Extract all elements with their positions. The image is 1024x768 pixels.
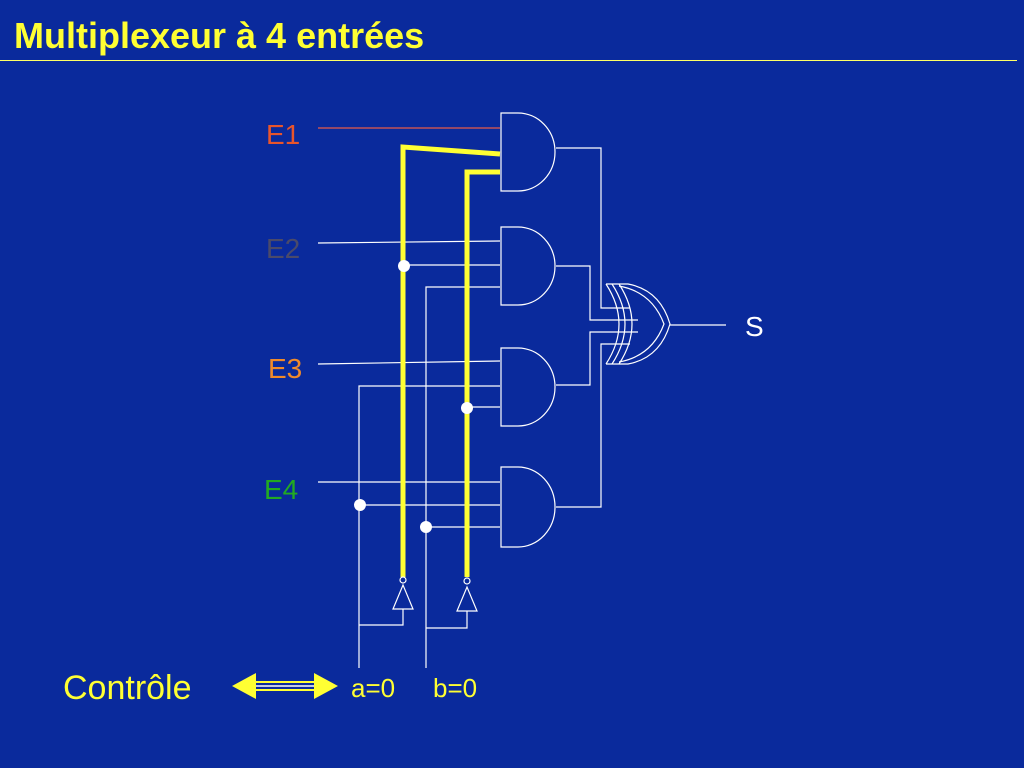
and-gate-3 [500, 347, 556, 427]
control-b-value: b=0 [433, 673, 477, 703]
active-path [400, 144, 501, 577]
and-gate-4 [500, 466, 556, 548]
control-a-value: a=0 [351, 673, 395, 703]
slide-title: Multiplexeur à 4 entrées [14, 15, 425, 56]
junction-dots [354, 260, 473, 533]
junction-dot [398, 260, 410, 272]
input-label-e3: E3 [268, 353, 302, 384]
inverter-b [456, 577, 478, 612]
wire-e3 [317, 360, 501, 365]
junction-dot [461, 402, 473, 414]
and-gate-2 [500, 226, 556, 306]
and-gates [500, 112, 556, 548]
junction-dot [354, 499, 366, 511]
input-label-e4: E4 [264, 474, 298, 505]
junction-dot [420, 521, 432, 533]
inverter-a [392, 576, 414, 610]
wire-e2 [317, 240, 501, 244]
or-gate [605, 283, 671, 365]
select-wires [358, 264, 500, 668]
input-label-e2: E2 [266, 233, 300, 264]
inverters [392, 576, 478, 612]
double-arrow-icon [232, 673, 338, 699]
input-label-e1: E1 [266, 119, 300, 150]
input-wires [317, 127, 501, 483]
and-output-wires [556, 147, 638, 508]
and-gate-1 [500, 112, 556, 192]
title-divider [0, 60, 1017, 61]
output-label-s: S [745, 311, 764, 342]
active-wire-a [400, 144, 501, 577]
control-label: Contrôle [63, 669, 192, 707]
active-wire-b [464, 169, 500, 577]
